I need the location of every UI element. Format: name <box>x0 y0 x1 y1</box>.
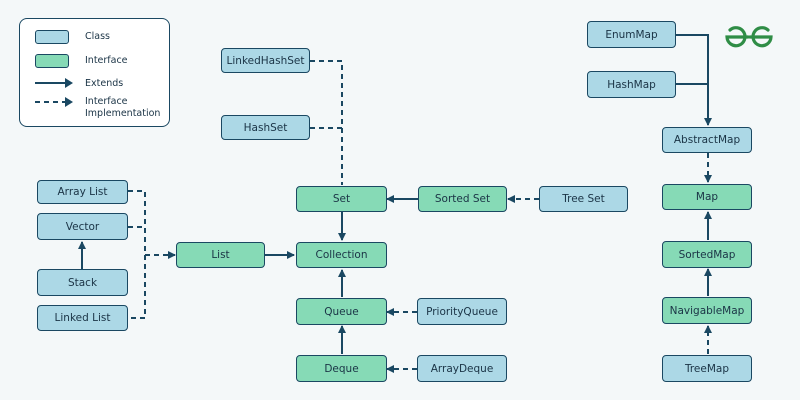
edge-enummap-abstractmap <box>676 34 712 126</box>
node-treemap: TreeMap <box>662 355 752 382</box>
node-enummap: EnumMap <box>587 21 676 48</box>
legend-implementation-line2: Implementation <box>85 108 161 119</box>
node-priorityqueue: PriorityQueue <box>417 298 507 325</box>
legend-extends-label: Extends <box>85 78 124 89</box>
node-stack: Stack <box>37 269 128 296</box>
node-sortedset: Sorted Set <box>418 186 507 212</box>
node-arraylist: Array List <box>37 180 128 204</box>
legend-class-swatch <box>35 30 69 44</box>
node-hashset: HashSet <box>221 115 310 140</box>
node-deque: Deque <box>296 355 387 382</box>
legend: Class Interface Extends Interface Implem… <box>19 18 170 127</box>
legend-interface-swatch <box>35 54 69 68</box>
node-abstractmap: AbstractMap <box>662 127 752 153</box>
node-hashmap: HashMap <box>587 71 676 98</box>
node-collection: Collection <box>296 242 387 268</box>
legend-implementation-label: Interface Implementation <box>85 96 160 120</box>
node-arraydeque: ArrayDeque <box>417 355 507 382</box>
legend-implementation-arrow <box>35 97 73 107</box>
node-navigablemap: NavigableMap <box>662 297 752 324</box>
legend-interface-label: Interface <box>85 55 128 66</box>
node-linkedhashset: LinkedHashSet <box>221 48 310 73</box>
legend-extends-arrow <box>35 78 73 88</box>
edge-list-implementations <box>128 190 146 319</box>
node-sortedmap: SortedMap <box>662 241 752 268</box>
node-queue: Queue <box>296 298 387 325</box>
node-list: List <box>176 242 265 268</box>
node-set: Set <box>296 186 387 212</box>
legend-class-label: Class <box>85 31 110 42</box>
node-map: Map <box>662 184 752 210</box>
node-linkedlist: Linked List <box>37 305 128 331</box>
node-treeset: Tree Set <box>539 186 628 212</box>
node-vector: Vector <box>37 213 128 240</box>
edge-linkedhashset-set <box>310 60 343 185</box>
geeksforgeeks-logo-icon <box>725 26 773 48</box>
legend-implementation-line1: Interface <box>85 96 128 107</box>
